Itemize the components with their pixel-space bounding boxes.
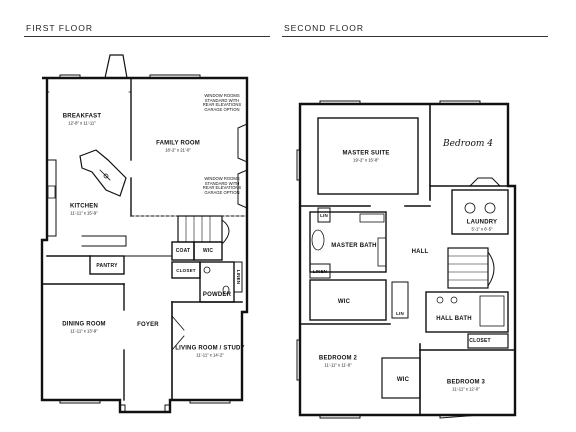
hall-closet xyxy=(467,333,509,349)
lin-closet xyxy=(317,207,331,223)
kitchen-island xyxy=(79,149,127,197)
family-bay-window xyxy=(237,169,248,209)
master-wic xyxy=(309,279,387,321)
kitchen-counter xyxy=(81,235,127,247)
closet-label-first: CLOSET xyxy=(176,268,196,273)
laundry-room xyxy=(451,189,509,235)
linen-label-first: LINEN xyxy=(236,269,241,285)
wic-closet xyxy=(193,241,223,261)
porch-post xyxy=(164,404,171,413)
second-floor-plan xyxy=(296,100,517,419)
living-room-label: LIVING ROOM / STUDY 11'-11" x 14'-2" xyxy=(175,345,245,358)
bedroom2-label: BEDROOM 2 11'-11" x 11'-9" xyxy=(318,355,358,368)
kitchen-label: KITCHEN 11'-11" x 15'-9" xyxy=(69,203,99,216)
first-floor-title-rule xyxy=(24,36,270,37)
second-floor-title: SECOND FLOOR xyxy=(284,23,365,33)
pantry-label: PANTRY xyxy=(96,263,118,269)
linen-closet xyxy=(309,263,331,279)
wic-label-first: WIC xyxy=(202,248,214,254)
breakfast-label: BREAKFAST 12'-8" x 11'-11" xyxy=(62,113,102,126)
master-suite-tray xyxy=(317,117,419,195)
closet-label-second: CLOSET xyxy=(469,338,491,344)
bedroom3-label: BEDROOM 3 11'-11" x 12'-0" xyxy=(446,379,486,392)
dining-room-label: DINING ROOM 11'-11" x 13'-9" xyxy=(62,321,106,334)
window-marks xyxy=(59,74,231,404)
window-note-lower: WINDOW ROOMS STANDARD WITH REAR ELEVATIO… xyxy=(202,175,242,195)
bedroom4-label: Bedroom 4 xyxy=(443,139,493,149)
second-floor-title-rule xyxy=(282,36,548,37)
wic-master-label: WIC xyxy=(337,299,351,305)
hall-bath-label: HALL BATH xyxy=(436,316,472,322)
wic-bedroom2-label: WIC xyxy=(396,377,410,383)
family-bay-window xyxy=(237,123,248,163)
porch-post xyxy=(119,404,126,413)
foyer-label: FOYER xyxy=(137,322,159,328)
kitchen-counter xyxy=(46,159,57,237)
hall-label: HALL xyxy=(411,249,429,255)
upper-window-marks xyxy=(319,100,481,419)
powder-label: POWDER xyxy=(202,292,232,298)
family-room-label: FAMILY ROOM 18'-2" x 21'-0" xyxy=(156,140,200,153)
bedroom4-bay xyxy=(469,177,501,187)
main-stair xyxy=(177,215,223,243)
lin-label-top: LIN xyxy=(320,213,328,218)
coat-label: COAT xyxy=(175,248,191,254)
pantry-closet xyxy=(89,255,125,275)
first-floor-exterior-wall xyxy=(40,76,249,414)
lin-mid-closet xyxy=(391,281,409,319)
master-bath-label: MASTER BATH xyxy=(331,243,377,249)
lin-label-mid: LIN xyxy=(396,311,404,316)
window-note-upper: WINDOW ROOMS STANDARD WITH REAR ELEVATIO… xyxy=(202,92,242,112)
linen-label-second: LINEN xyxy=(312,269,328,274)
bedroom2-wic xyxy=(381,357,421,399)
second-floor-exterior-wall xyxy=(298,102,517,417)
first-floor-plan xyxy=(40,54,249,414)
living-french-door xyxy=(171,315,185,351)
laundry-label: LAUNDRY 5'-1" x 6'-5" xyxy=(466,219,498,232)
master-bath-room xyxy=(309,211,387,273)
upper-stair xyxy=(447,247,489,289)
hall-bath-room xyxy=(425,291,509,333)
range xyxy=(47,185,56,199)
master-suite-label: MASTER SUITE 19'-2" x 15'-8" xyxy=(342,150,390,163)
first-floor-title: FIRST FLOOR xyxy=(26,23,94,33)
chimney xyxy=(104,54,128,79)
